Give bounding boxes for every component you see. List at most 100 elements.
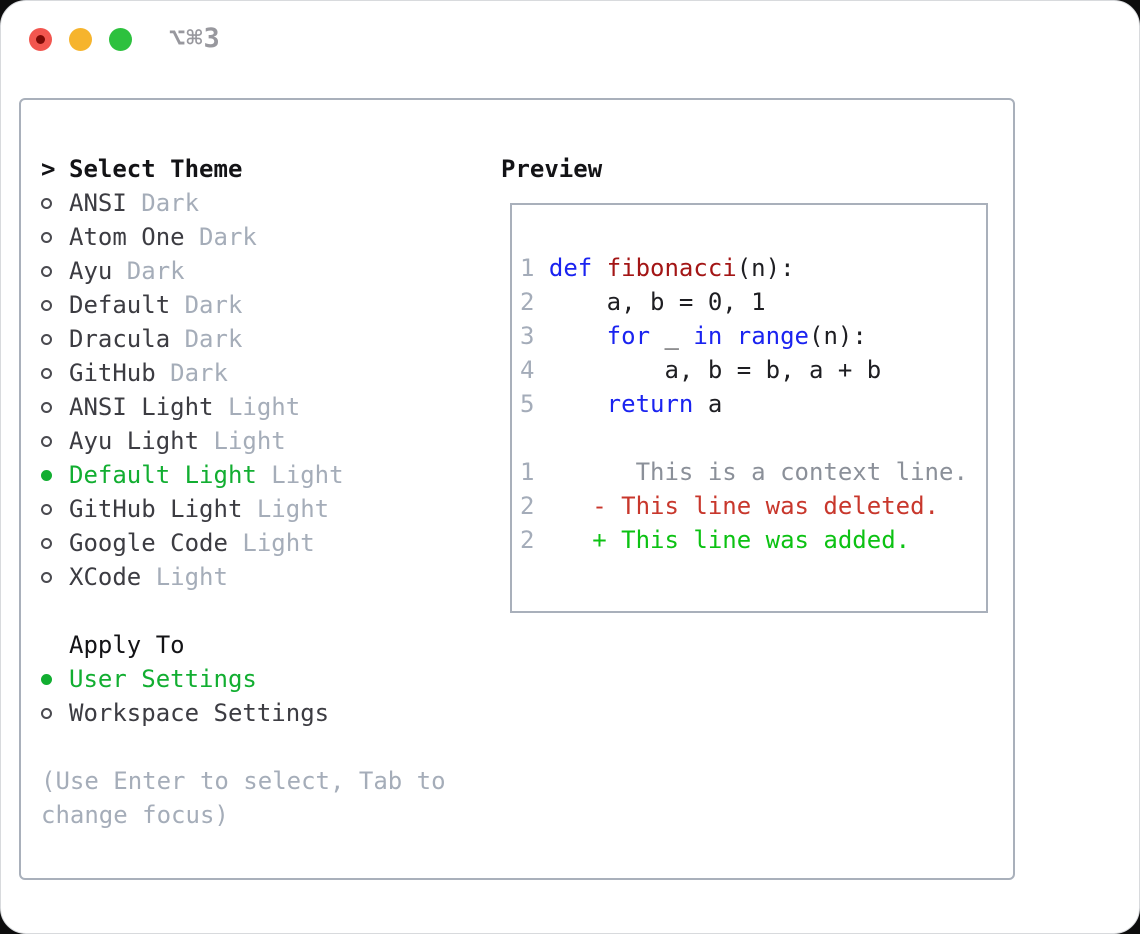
- code-segment: [722, 322, 736, 350]
- code-segment: a: [693, 390, 723, 418]
- close-icon: [36, 35, 45, 44]
- radio-marker: [41, 197, 69, 209]
- radio-marker: [41, 673, 69, 685]
- theme-option-label: Default Light: [69, 461, 257, 489]
- minimize-button[interactable]: [69, 28, 92, 51]
- radio-unselected-icon: [41, 231, 52, 243]
- theme-variant-label: Light: [242, 495, 330, 523]
- radio-marker: [41, 707, 69, 719]
- radio-marker: [41, 571, 69, 583]
- chevron-right-icon: >: [41, 155, 56, 183]
- theme-variant-label: Dark: [126, 189, 200, 217]
- spacer: [41, 730, 491, 764]
- radio-unselected-icon: [41, 707, 52, 719]
- radio-marker: [41, 333, 69, 345]
- radio-unselected-icon: [41, 299, 52, 311]
- radio-unselected-icon: [41, 197, 52, 209]
- line-number: 1: [520, 458, 535, 486]
- theme-option[interactable]: Ayu Dark: [41, 254, 491, 288]
- theme-option-label: GitHub: [69, 359, 156, 387]
- theme-variant-label: Light: [227, 529, 315, 557]
- theme-option-label: ANSI Light: [69, 393, 214, 421]
- radio-marker: [41, 401, 69, 413]
- titlebar: ⌥⌘3: [1, 1, 1139, 77]
- theme-variant-label: Light: [213, 393, 301, 421]
- theme-variant-label: Dark: [170, 291, 243, 319]
- blank-line: [520, 421, 986, 455]
- theme-selector-title: Select Theme: [69, 155, 243, 183]
- code-line: 3 for _ in range(n):: [520, 319, 986, 353]
- code-segment: range: [736, 322, 809, 350]
- radio-selected-icon: [41, 469, 52, 481]
- zoom-button[interactable]: [109, 28, 132, 51]
- code-segment: a, b = 0, 1: [548, 288, 766, 316]
- cursor-marker: >: [41, 155, 69, 183]
- code-line: 5 return a: [520, 387, 986, 421]
- theme-option-label: Default: [69, 291, 171, 319]
- code-segment: a, b = b, a + b: [548, 356, 882, 384]
- radio-marker: [41, 367, 69, 379]
- radio-selected-icon: [41, 673, 52, 685]
- code-segment: + This line was added.: [548, 526, 911, 554]
- code-line: 4 a, b = b, a + b: [520, 353, 986, 387]
- theme-option-label: Ayu: [69, 257, 113, 285]
- code-segment: (n):: [736, 254, 795, 282]
- theme-option[interactable]: Dracula Dark: [41, 322, 491, 356]
- apply-to-option-label: Workspace Settings: [69, 699, 330, 727]
- theme-option[interactable]: Default Light Light: [41, 458, 491, 492]
- apply-to-option[interactable]: User Settings: [41, 662, 491, 696]
- apply-to-option[interactable]: Workspace Settings: [41, 696, 491, 730]
- theme-option-label: GitHub Light: [69, 495, 243, 523]
- radio-unselected-icon: [41, 435, 52, 447]
- code-line: 1 This is a context line.: [520, 455, 986, 489]
- radio-unselected-icon: [41, 503, 52, 515]
- theme-option[interactable]: XCode Light: [41, 560, 491, 594]
- close-button[interactable]: [29, 28, 52, 51]
- theme-option[interactable]: Default Dark: [41, 288, 491, 322]
- theme-option-label: XCode: [69, 563, 142, 591]
- radio-unselected-icon: [41, 401, 52, 413]
- theme-variant-label: Dark: [155, 359, 228, 387]
- radio-marker: [41, 537, 69, 549]
- code-segment: in: [693, 322, 723, 350]
- radio-unselected-icon: [41, 265, 52, 277]
- theme-option[interactable]: GitHub Light Light: [41, 492, 491, 526]
- apply-to-title: Apply To: [69, 631, 185, 659]
- code-segment: fibonacci: [606, 254, 737, 282]
- code-segment: This is a context line.: [548, 458, 968, 486]
- apply-to-header: Apply To: [41, 628, 491, 662]
- code-line: 2 a, b = 0, 1: [520, 285, 986, 319]
- theme-option[interactable]: Google Code Light: [41, 526, 491, 560]
- theme-selector-header: > Select Theme: [41, 152, 491, 186]
- theme-option-label: Google Code: [69, 529, 228, 557]
- theme-option[interactable]: Atom One Dark: [41, 220, 491, 254]
- preview-title: Preview: [501, 155, 603, 183]
- code-segment: _: [650, 322, 694, 350]
- line-number: 1: [520, 254, 535, 282]
- line-number: 5: [520, 390, 535, 418]
- line-number: 2: [520, 288, 535, 316]
- radio-marker: [41, 435, 69, 447]
- theme-option[interactable]: ANSI Dark: [41, 186, 491, 220]
- apply-to-option-label: User Settings: [69, 665, 257, 693]
- theme-variant-label: Light: [256, 461, 344, 489]
- line-number: 3: [520, 322, 535, 350]
- keyboard-hint: (Use Enter to select, Tab to change focu…: [41, 767, 446, 829]
- radio-unselected-icon: [41, 333, 52, 345]
- code-segment: [549, 390, 607, 418]
- theme-variant-label: Dark: [112, 257, 185, 285]
- theme-option[interactable]: ANSI Light Light: [41, 390, 491, 424]
- radio-marker: [41, 231, 69, 243]
- spacer: [41, 594, 491, 628]
- theme-option[interactable]: GitHub Dark: [41, 356, 491, 390]
- radio-marker: [41, 503, 69, 515]
- theme-variant-label: Light: [199, 427, 286, 455]
- theme-option[interactable]: Ayu Light Light: [41, 424, 491, 458]
- radio-unselected-icon: [41, 367, 52, 379]
